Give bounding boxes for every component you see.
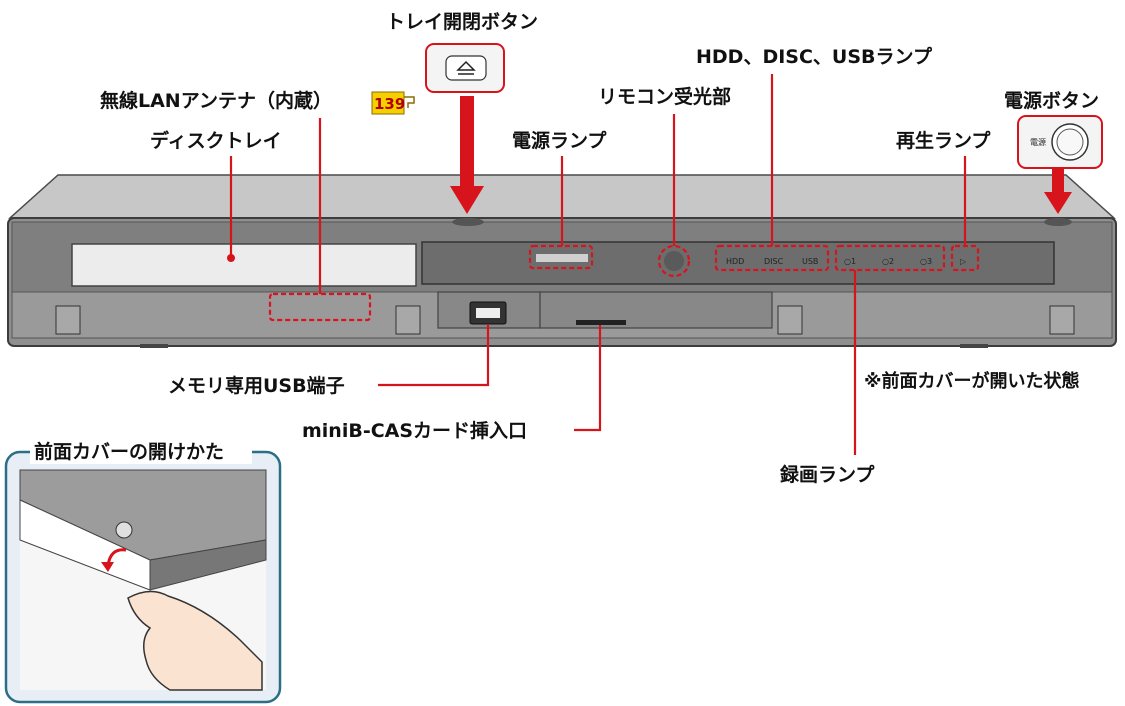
hinge-2 [395,305,421,335]
cover-open-note: ※前面カバーが開いた状態 [864,370,1080,392]
foot-left [140,344,168,348]
hdd-disc-usb-lamp-label: HDD、DISC、USBランプ [696,45,933,68]
eject-arrow-head-icon [450,186,484,214]
power-lamp-grill [536,254,588,262]
hinge-4 [1049,305,1075,335]
minib-cas-label: miniB-CASカード挿入口 [302,420,527,442]
panel-disc-text: DISC [764,257,784,266]
panel-play-text: ▷ [960,257,967,266]
panel-usb-text: USB [802,257,818,266]
inset-open-arrow-head-icon [101,562,114,572]
remote-receiver-highlight [657,244,691,278]
usb-port-inner [476,308,500,318]
inset-cover-panel [19,499,151,591]
leader-card [574,325,602,432]
inset-hand-icon [127,590,263,691]
wireless-lan-ref-number: 139 [374,95,405,113]
eject-button-face [445,55,487,81]
disc-tray [71,243,417,287]
remote-receiver-window [664,251,684,271]
play-lamp-label: 再生ランプ [896,129,991,152]
power-button-text: 電源 [1030,138,1046,147]
front-display-panel [421,241,1055,285]
panel-rec3-text: ○3 [920,257,932,266]
top-eject-spot [452,218,484,226]
panel-rec1-text: ○1 [844,257,856,266]
inset-title-bg [30,438,252,464]
panel-hdd-text: HDD [726,257,744,266]
tray-dot [227,254,235,262]
remote-receiver-label: リモコン受光部 [598,85,731,108]
card-slot [576,320,626,325]
power-button-label: 電源ボタン [1004,89,1099,112]
eject-arrow-shaft [460,96,474,186]
record-lamp-label: 録画ランプ [780,463,875,486]
page-ref-badge: 139 [371,91,415,115]
power-button-face [1056,128,1084,156]
cover-howto-title: 前面カバーの開けかた [34,440,224,463]
record-lamp-highlight [834,244,946,272]
leader-usb-port [378,324,490,387]
card-cover-section [539,291,773,329]
power-lamp-label: 電源ランプ [512,129,607,152]
wireless-lan-label: 無線LANアンテナ（内蔵） [100,89,332,112]
inset-power-button [115,521,133,539]
hinge-3 [777,305,803,335]
power-arrow-shaft [1052,168,1064,192]
eject-icon [456,60,476,71]
pointing-hand-icon [404,96,415,108]
tray-button-label: トレイ開閉ボタン [386,11,538,33]
panel-rec2-text: ○2 [882,257,894,266]
top-power-spot [1044,218,1072,226]
hinge-1 [55,305,81,335]
power-arrow-head-icon [1044,192,1072,214]
memory-usb-label: メモリ専用USB端子 [168,374,345,397]
disc-tray-label: ディスクトレイ [150,129,282,152]
foot-right [960,344,988,348]
cover-howto-inset: 前面カバーの開けかた [4,438,282,704]
wireless-lan-highlight [268,292,372,322]
